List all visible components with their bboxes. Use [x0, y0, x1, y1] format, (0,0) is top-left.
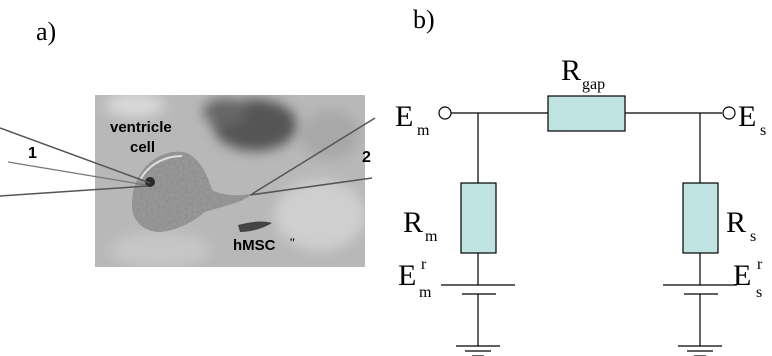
label-rs: R s: [726, 206, 756, 245]
panel-a-label: a): [36, 17, 56, 46]
panel-b-label: b): [413, 5, 435, 34]
battery-ers: [663, 284, 737, 295]
label-em: E m: [395, 100, 430, 139]
resistor-gap: [547, 95, 626, 132]
label-rs-main: R: [726, 206, 746, 239]
label-erm-sub: m: [419, 284, 432, 301]
label-rgap-main: R: [561, 54, 581, 87]
ground-right: [678, 345, 722, 356]
label-rs-sub: s: [750, 228, 756, 245]
micrograph: ventricle cell hMSC ": [95, 95, 365, 267]
label-erm-sup: r: [421, 256, 427, 273]
hmsc-cell-shape: [238, 221, 272, 232]
label-ers: E r s: [733, 256, 763, 301]
label-ers-sub: s: [756, 284, 762, 301]
label-em-main: E: [395, 100, 413, 133]
label-es-sub: s: [760, 122, 766, 139]
label-es: E s: [738, 100, 766, 139]
label-ers-main: E: [733, 259, 751, 292]
label-ers-sup: r: [757, 256, 763, 273]
node-em-terminal: [438, 106, 452, 120]
electrode-1: [0, 127, 151, 197]
ventricle-cell-shape: [132, 151, 252, 232]
label-em-sub: m: [417, 122, 430, 139]
ground-left: [456, 345, 500, 356]
label-rm: R m: [403, 206, 438, 245]
electrode-2: [249, 117, 376, 196]
label-es-main: E: [738, 100, 756, 133]
label-erm-main: E: [398, 259, 416, 292]
resistor-rm: [460, 182, 497, 254]
node-es-terminal: [722, 106, 736, 120]
hmsc-marker: ": [289, 235, 296, 249]
label-rm-main: R: [403, 206, 423, 239]
label-rm-sub: m: [425, 228, 438, 245]
electrode-2-label: 2: [362, 149, 371, 166]
electrode-1-label: 1: [28, 145, 37, 162]
resistor-rs: [682, 182, 719, 254]
hmsc-label: hMSC: [233, 237, 276, 254]
label-rgap: R gap: [561, 54, 605, 93]
label-erm: E r m: [398, 256, 432, 301]
ventricle-cell-label-line2: cell: [130, 139, 155, 156]
label-rgap-sub: gap: [582, 76, 605, 93]
ventricle-cell-label-line1: ventricle: [110, 119, 172, 136]
battery-erm: [441, 284, 515, 295]
